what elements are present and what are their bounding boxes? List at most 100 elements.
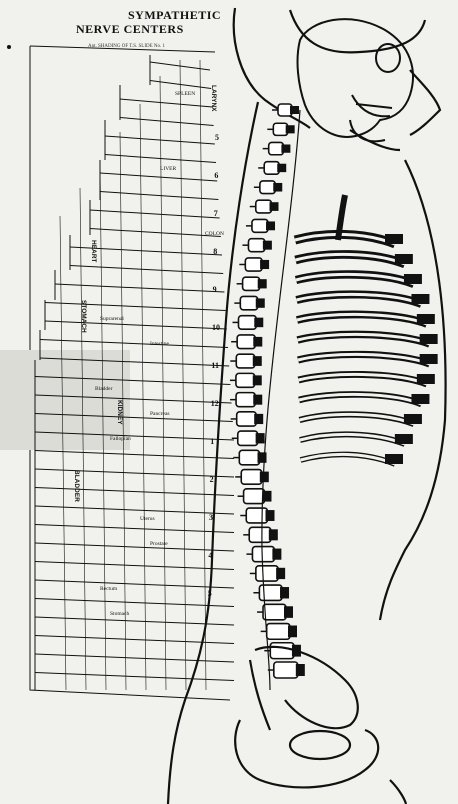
vertebra-process bbox=[286, 125, 295, 133]
vertebra-process bbox=[266, 510, 275, 521]
vertebra bbox=[263, 604, 286, 620]
table-row-line bbox=[70, 266, 223, 274]
vertebra-process bbox=[262, 491, 271, 502]
table-row-line bbox=[120, 99, 212, 107]
vertebra bbox=[278, 104, 292, 116]
region-label: STOMACH bbox=[80, 300, 87, 333]
table-row-line bbox=[35, 654, 234, 662]
vertebra-label: 7 bbox=[214, 209, 218, 218]
nerve-table: SPLEENLIVERCOLONSuprarenalIntestineBladd… bbox=[0, 46, 234, 700]
table-row-line bbox=[100, 192, 218, 200]
vertebra-process bbox=[253, 375, 262, 385]
skull bbox=[298, 19, 413, 141]
table-cell-text: COLON bbox=[205, 231, 224, 237]
vertebra-process bbox=[277, 164, 286, 172]
table-row-line bbox=[45, 321, 227, 329]
vertebra-process bbox=[284, 606, 293, 618]
table-row-line bbox=[35, 673, 234, 681]
rib-cage bbox=[295, 195, 438, 464]
table-row-line bbox=[150, 81, 211, 89]
vertebra-process bbox=[272, 549, 281, 560]
vertebra bbox=[274, 662, 298, 678]
costal-cartilage bbox=[385, 454, 403, 464]
vertebra bbox=[248, 239, 264, 252]
vertebra-process bbox=[260, 260, 269, 269]
costal-cartilage bbox=[395, 254, 413, 264]
table-cell-text: Suprarenal bbox=[100, 316, 124, 322]
vertebra bbox=[252, 547, 274, 562]
vertebra bbox=[245, 258, 262, 271]
vertebra-process bbox=[254, 414, 263, 424]
vertebra-process bbox=[256, 433, 265, 443]
costal-cartilage bbox=[420, 334, 438, 344]
region-label: BLADDER bbox=[73, 470, 80, 502]
table-cell-text: Prostate bbox=[150, 541, 168, 547]
region-label: KIDNEY bbox=[116, 400, 123, 425]
table-column-divider bbox=[200, 60, 206, 690]
vertebra-process bbox=[258, 279, 267, 288]
vertebra bbox=[273, 123, 287, 135]
table-cell-text: Stomach bbox=[110, 611, 129, 617]
vertebra bbox=[237, 335, 255, 349]
vertebra-process bbox=[276, 568, 285, 579]
pelvis bbox=[235, 647, 378, 788]
costal-cartilage bbox=[411, 394, 429, 404]
table-row-line bbox=[100, 173, 217, 181]
vertebra-process bbox=[260, 472, 269, 483]
vertebra bbox=[236, 373, 255, 387]
vertebra-process bbox=[296, 664, 305, 676]
vertebra bbox=[256, 566, 278, 581]
vertebra-label: 11 bbox=[211, 361, 219, 370]
vertebra bbox=[236, 393, 255, 407]
table-cell-text: Bladder bbox=[95, 386, 113, 392]
table-row-line bbox=[35, 543, 234, 551]
table-border bbox=[30, 46, 215, 52]
costal-cartilage bbox=[404, 414, 422, 424]
vertebra bbox=[267, 624, 290, 640]
vertebra bbox=[236, 354, 254, 368]
region-label: LARYNX bbox=[210, 85, 217, 112]
vertebra-process bbox=[254, 318, 263, 328]
vertebra-process bbox=[269, 529, 278, 540]
table-row-line bbox=[45, 303, 226, 311]
vertebra bbox=[246, 508, 267, 523]
costal-cartilage bbox=[411, 294, 429, 304]
table-column-divider bbox=[140, 104, 146, 690]
vertebra bbox=[243, 277, 260, 290]
costal-cartilage bbox=[417, 374, 435, 384]
vertebra-process bbox=[269, 202, 278, 211]
costal-cartilage bbox=[385, 234, 403, 244]
region-label: HEART bbox=[90, 240, 97, 262]
vertebra-process bbox=[280, 587, 289, 598]
costal-cartilage bbox=[404, 274, 422, 284]
costal-cartilage bbox=[420, 354, 438, 364]
vertebra-process bbox=[253, 356, 262, 366]
vertebra-process bbox=[256, 298, 265, 307]
vertebra bbox=[256, 200, 272, 213]
vertebra-process bbox=[290, 106, 299, 114]
table-row-line bbox=[90, 210, 220, 218]
table-cell-text: Intestine bbox=[150, 341, 169, 347]
vertebra bbox=[269, 142, 284, 154]
vertebra bbox=[264, 162, 279, 174]
table-cell-text: SPLEEN bbox=[175, 91, 195, 97]
costal-cartilage bbox=[395, 434, 413, 444]
vertebra-process bbox=[253, 337, 262, 347]
table-cell-text: Fallopian bbox=[110, 436, 131, 442]
vertebra-label: 2 bbox=[210, 475, 214, 484]
spinal-cord bbox=[262, 110, 300, 690]
table-row-line bbox=[35, 451, 234, 459]
table-row-line bbox=[40, 340, 228, 348]
vertebra bbox=[238, 431, 258, 445]
vertebra-process bbox=[273, 183, 282, 192]
table-row-line bbox=[120, 118, 214, 126]
table-column-divider bbox=[60, 216, 66, 690]
table-row-line bbox=[90, 229, 221, 237]
vertebra bbox=[238, 316, 256, 330]
vertebra-label: 9 bbox=[213, 285, 217, 294]
vertebra-label: 1 bbox=[210, 437, 214, 446]
vertebra-process bbox=[263, 241, 272, 250]
vertebra-process bbox=[253, 395, 262, 405]
vertebra bbox=[260, 181, 275, 194]
